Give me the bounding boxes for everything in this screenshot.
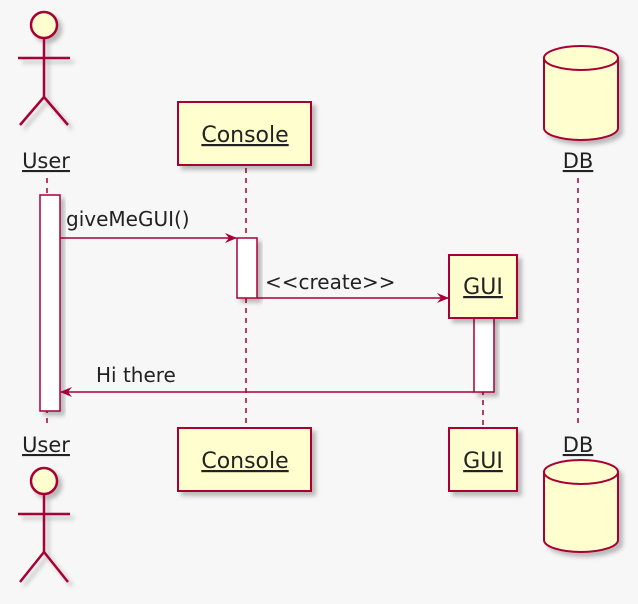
console-box-bottom bbox=[177, 427, 312, 492]
console-label-bottom: Console bbox=[201, 449, 288, 474]
gui-label-bottom: GUI bbox=[463, 449, 503, 474]
db-database-bottom bbox=[543, 459, 619, 553]
db-label-bottom: DB bbox=[563, 433, 594, 457]
gui-box-bottom bbox=[448, 427, 518, 492]
user-activation-bar bbox=[39, 194, 61, 412]
console-label-top: Console bbox=[201, 123, 288, 148]
gui-activation-bar bbox=[473, 317, 495, 393]
message-create-label: <<create>> bbox=[265, 270, 396, 294]
message-hi-there-label: Hi there bbox=[96, 363, 176, 387]
user-actor-bottom bbox=[18, 466, 70, 583]
user-label-top: User bbox=[22, 149, 70, 173]
user-actor-top bbox=[18, 10, 70, 126]
gui-created-label: GUI bbox=[463, 275, 503, 300]
console-activation-bar bbox=[236, 237, 258, 299]
user-label-bottom: User bbox=[22, 433, 70, 457]
gui-created-box bbox=[448, 254, 518, 319]
db-label-top: DB bbox=[563, 149, 594, 173]
db-database-top bbox=[543, 45, 619, 141]
message-give-me-gui-label: giveMeGUI() bbox=[66, 207, 190, 231]
console-box-top bbox=[177, 101, 312, 166]
